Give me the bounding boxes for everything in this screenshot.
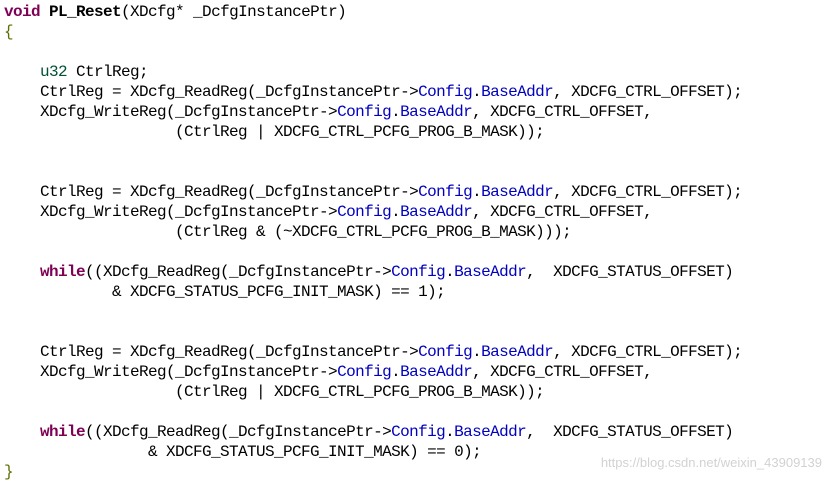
- code-token-br: {: [4, 23, 13, 41]
- code-token-mem: BaseAddr: [400, 203, 472, 221]
- code-line: (CtrlReg & (~XDCFG_CTRL_PCFG_PROG_B_MASK…: [4, 222, 571, 242]
- code-token-mem: BaseAddr: [454, 423, 526, 441]
- code-token: CtrlReg = XDcfg_ReadReg(_DcfgInstancePtr…: [4, 183, 418, 201]
- code-token: , XDCFG_CTRL_OFFSET,: [472, 103, 652, 121]
- code-token: & XDCFG_STATUS_PCFG_INIT_MASK) == 1);: [4, 283, 445, 301]
- code-token-kw: void: [4, 3, 40, 21]
- code-token-ty: u32: [4, 63, 67, 81]
- code-line: void PL_Reset(XDcfg* _DcfgInstancePtr): [4, 2, 346, 22]
- watermark-url: https://blog.csdn.net/weixin_43909139: [601, 455, 822, 470]
- code-token-mem: Config: [418, 183, 472, 201]
- code-token: (CtrlReg | XDCFG_CTRL_PCFG_PROG_B_MASK))…: [4, 123, 544, 141]
- code-token: [40, 3, 49, 21]
- code-token: , XDCFG_CTRL_OFFSET,: [472, 363, 652, 381]
- code-line: while((XDcfg_ReadReg(_DcfgInstancePtr->C…: [4, 422, 733, 442]
- code-token-mem: BaseAddr: [454, 263, 526, 281]
- code-token-mem: BaseAddr: [400, 363, 472, 381]
- code-token: , XDCFG_CTRL_OFFSET,: [472, 203, 652, 221]
- code-line: XDcfg_WriteReg(_DcfgInstancePtr->Config.…: [4, 202, 652, 222]
- code-token-kw: while: [40, 263, 85, 281]
- code-token: .: [472, 183, 481, 201]
- code-line: {: [4, 22, 13, 42]
- code-token-fn: PL_Reset: [49, 3, 121, 21]
- code-token: .: [445, 263, 454, 281]
- code-token: [4, 263, 40, 281]
- code-line: }: [4, 462, 13, 482]
- code-token: (XDcfg* _DcfgInstancePtr): [121, 3, 346, 21]
- code-token: .: [445, 423, 454, 441]
- code-line: & XDCFG_STATUS_PCFG_INIT_MASK) == 1);: [4, 282, 445, 302]
- code-token: ((XDcfg_ReadReg(_DcfgInstancePtr->: [85, 263, 391, 281]
- code-token: .: [391, 203, 400, 221]
- code-token: & XDCFG_STATUS_PCFG_INIT_MASK) == 0);: [4, 443, 481, 461]
- code-token-mem: Config: [418, 343, 472, 361]
- code-token: CtrlReg;: [67, 63, 148, 81]
- code-line: CtrlReg = XDcfg_ReadReg(_DcfgInstancePtr…: [4, 82, 742, 102]
- code-token: XDcfg_WriteReg(_DcfgInstancePtr->: [4, 103, 337, 121]
- code-token: CtrlReg = XDcfg_ReadReg(_DcfgInstancePtr…: [4, 343, 418, 361]
- code-token: .: [391, 363, 400, 381]
- code-token: .: [472, 83, 481, 101]
- code-line: while((XDcfg_ReadReg(_DcfgInstancePtr->C…: [4, 262, 733, 282]
- code-line: u32 CtrlReg;: [4, 62, 148, 82]
- code-token: XDcfg_WriteReg(_DcfgInstancePtr->: [4, 203, 337, 221]
- code-token-br: }: [4, 463, 13, 481]
- code-token-mem: Config: [337, 203, 391, 221]
- code-token-mem: Config: [337, 103, 391, 121]
- code-line: (CtrlReg | XDCFG_CTRL_PCFG_PROG_B_MASK))…: [4, 122, 544, 142]
- code-token: , XDCFG_STATUS_OFFSET): [526, 423, 733, 441]
- code-token: .: [391, 103, 400, 121]
- code-line: (CtrlReg | XDCFG_CTRL_PCFG_PROG_B_MASK))…: [4, 382, 544, 402]
- code-line: XDcfg_WriteReg(_DcfgInstancePtr->Config.…: [4, 362, 652, 382]
- code-token: (CtrlReg & (~XDCFG_CTRL_PCFG_PROG_B_MASK…: [4, 223, 571, 241]
- code-token-mem: Config: [337, 363, 391, 381]
- code-line: XDcfg_WriteReg(_DcfgInstancePtr->Config.…: [4, 102, 652, 122]
- code-token: XDcfg_WriteReg(_DcfgInstancePtr->: [4, 363, 337, 381]
- code-token-mem: Config: [391, 263, 445, 281]
- code-token: , XDCFG_STATUS_OFFSET): [526, 263, 733, 281]
- code-token: [4, 423, 40, 441]
- code-token: CtrlReg = XDcfg_ReadReg(_DcfgInstancePtr…: [4, 83, 418, 101]
- code-token: , XDCFG_CTRL_OFFSET);: [553, 183, 742, 201]
- code-token-mem: Config: [391, 423, 445, 441]
- code-line: CtrlReg = XDcfg_ReadReg(_DcfgInstancePtr…: [4, 182, 742, 202]
- code-token: (CtrlReg | XDCFG_CTRL_PCFG_PROG_B_MASK))…: [4, 383, 544, 401]
- code-line: & XDCFG_STATUS_PCFG_INIT_MASK) == 0);: [4, 442, 481, 462]
- code-token: .: [472, 343, 481, 361]
- code-token-mem: BaseAddr: [481, 83, 553, 101]
- code-token-kw: while: [40, 423, 85, 441]
- code-token-mem: BaseAddr: [400, 103, 472, 121]
- code-token: , XDCFG_CTRL_OFFSET);: [553, 343, 742, 361]
- code-token-mem: BaseAddr: [481, 183, 553, 201]
- code-token: , XDCFG_CTRL_OFFSET);: [553, 83, 742, 101]
- code-token: ((XDcfg_ReadReg(_DcfgInstancePtr->: [85, 423, 391, 441]
- code-token-mem: Config: [418, 83, 472, 101]
- code-line: CtrlReg = XDcfg_ReadReg(_DcfgInstancePtr…: [4, 342, 742, 362]
- code-token-mem: BaseAddr: [481, 343, 553, 361]
